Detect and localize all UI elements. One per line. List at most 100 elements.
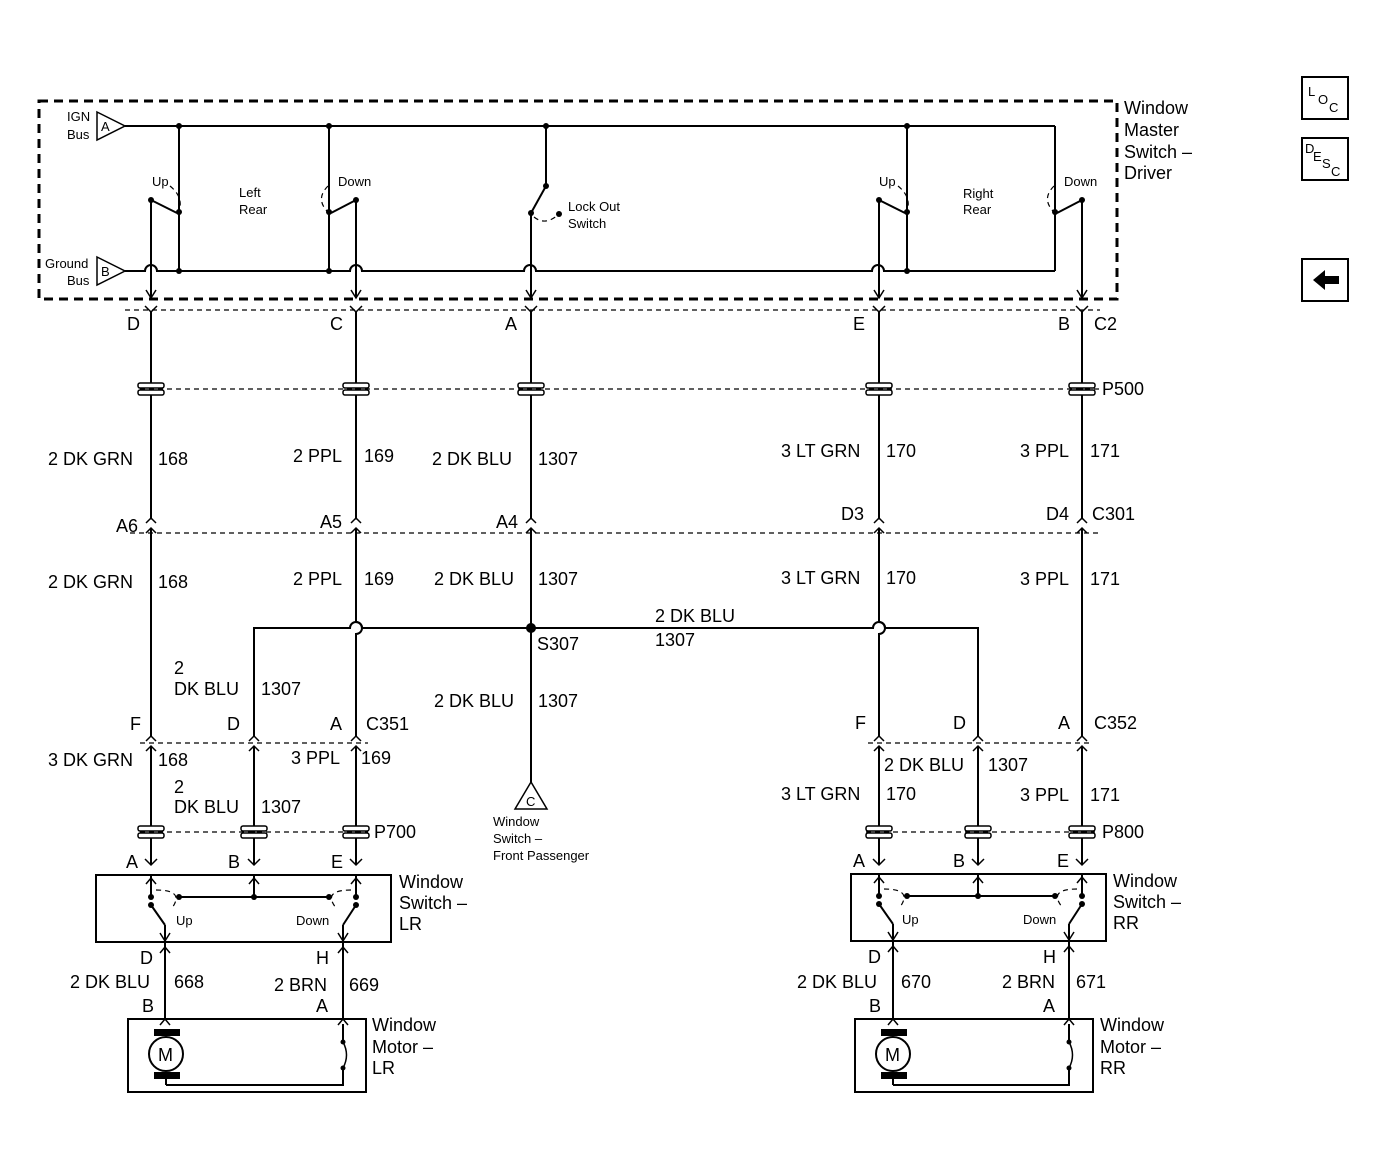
lr-switch-body <box>95 874 392 943</box>
front-passenger-switch-ref[interactable]: C Window Switch – Front Passenger <box>493 780 590 863</box>
rr-wire-1307-color: 2 DK BLU <box>884 755 964 775</box>
wire-170-color-upper: 3 LT GRN <box>781 441 860 461</box>
rr-switch-down: Down <box>1023 912 1056 927</box>
lr-wire-168-color: 3 DK GRN <box>48 750 133 770</box>
p800-grommets <box>865 825 1096 839</box>
c351-pin-f: F <box>130 714 141 734</box>
rr-wire-170-color: 3 LT GRN <box>781 784 860 804</box>
lockout-switch: Lock Out Switch <box>525 123 620 300</box>
rr-switch-title-2: Switch – <box>1113 892 1181 912</box>
passenger-label-3: Front Passenger <box>493 848 590 863</box>
lr-window-motor: B A M Window Motor – LR <box>127 996 437 1093</box>
c301-pin-a4: A4 <box>496 512 518 532</box>
c352-pin-a: A <box>1058 713 1070 733</box>
rr-lower-wire-labels: 3 LT GRN 170 2 DK BLU 1307 3 PPL 171 <box>781 755 1120 805</box>
lr-switch-pin-e: E <box>331 852 343 872</box>
passenger-label-2: Switch – <box>493 831 543 846</box>
lr-switch-pin-h: H <box>316 948 329 968</box>
right-rear-up-switch: Up <box>873 123 910 300</box>
desc-button-c: C <box>1331 164 1340 179</box>
rr-motor-title-1: Window <box>1100 1015 1165 1035</box>
left-branch-circuit: 1307 <box>261 679 301 699</box>
c2-pin-e: E <box>853 314 865 334</box>
ign-bus-terminal <box>96 110 127 142</box>
c351-pin-d: D <box>227 714 240 734</box>
passenger-label-1: Window <box>493 814 540 829</box>
lr-switch-up: Up <box>176 913 193 928</box>
left-rear-down-switch: Down <box>320 123 371 300</box>
wire-171-circuit-upper: 171 <box>1090 441 1120 461</box>
ground-bus-label-2: Bus <box>67 273 90 288</box>
lockout-label-2: Switch <box>568 216 606 231</box>
lr-switch-pin-d: D <box>140 948 153 968</box>
rr-wire-170-circuit: 170 <box>886 784 916 804</box>
wire-168-color-middle: 2 DK GRN <box>48 572 133 592</box>
ign-bus-label-2: Bus <box>67 127 90 142</box>
rr-switch-pin-a: A <box>853 851 865 871</box>
rr-motor-body <box>854 1018 1094 1093</box>
left-arrow-icon <box>1313 270 1339 290</box>
p500-grommets <box>137 382 1100 396</box>
ground-bus-label-1: Ground <box>45 256 88 271</box>
c2-labels: D C A E B C2 <box>127 314 1117 334</box>
lr-motor-title-3: LR <box>372 1058 395 1078</box>
wire-170-circuit-upper: 170 <box>886 441 916 461</box>
p800-label: P800 <box>1102 822 1144 842</box>
c351-pin-a: A <box>330 714 342 734</box>
rr-switch-pin-h: H <box>1043 947 1056 967</box>
c301-pin-d3: D3 <box>841 504 864 524</box>
main-wires <box>125 305 1100 867</box>
ign-bus-label-1: IGN <box>67 109 90 124</box>
lr-motor-icon <box>148 1036 184 1072</box>
loc-button-c: C <box>1329 100 1338 115</box>
right-rear-label-2: Rear <box>963 202 992 217</box>
desc-button-d: D <box>1305 141 1314 156</box>
wire-171-color-middle: 3 PPL <box>1020 569 1069 589</box>
c351-labels: F D A C351 <box>130 714 409 734</box>
c352-pin-d: D <box>953 713 966 733</box>
lr-switch-title-1: Window <box>399 872 464 892</box>
c2-pin-c: C <box>330 314 343 334</box>
passenger-pin: C <box>526 794 535 809</box>
rr-switch-pin-e: E <box>1057 851 1069 871</box>
wire-168-circuit-middle: 168 <box>158 572 188 592</box>
back-button[interactable] <box>1301 258 1349 302</box>
master-switch-boundary <box>37 99 1119 301</box>
ground-bus-terminal <box>96 255 127 287</box>
passenger-feed-color: 2 DK BLU <box>434 691 514 711</box>
left-branch-color-a: 2 <box>174 658 184 678</box>
lr-motor-pin-b: B <box>142 996 154 1016</box>
splice-s307-node <box>526 623 536 633</box>
left-rear-up-switch: Up <box>145 123 182 300</box>
rr-wire-171-circuit: 171 <box>1090 785 1120 805</box>
window-master-switch: Window Master Switch – Driver IGN Bus A … <box>37 98 1192 301</box>
c301-labels: A6 A5 A4 D3 D4 C301 <box>116 504 1135 536</box>
wire-171-color-upper: 3 PPL <box>1020 441 1069 461</box>
c352-labels: F D A C352 <box>855 713 1137 733</box>
wire-1307-color-upper: 2 DK BLU <box>432 449 512 469</box>
horizontal-1307-color: 2 DK BLU <box>655 606 735 626</box>
c301-pin-a5: A5 <box>320 512 342 532</box>
lr-motor-wire-labels: 2 DK BLU 668 2 BRN 669 <box>70 947 379 1020</box>
wire-1307-color-middle: 2 DK BLU <box>434 569 514 589</box>
loc-button[interactable]: L O C <box>1301 76 1349 120</box>
lr-motor-body <box>127 1018 367 1093</box>
lr-wire-169-circuit: 169 <box>361 748 391 768</box>
desc-button[interactable]: D E S C <box>1301 137 1349 181</box>
c301-pin-d4: D4 <box>1046 504 1069 524</box>
rr-motor-title-3: RR <box>1100 1058 1126 1078</box>
p500-label: P500 <box>1102 379 1144 399</box>
right-rear-up-label: Up <box>879 174 896 189</box>
rr-switch-up: Up <box>902 912 919 927</box>
wire-169-circuit-middle: 169 <box>364 569 394 589</box>
c352-name: C352 <box>1094 713 1137 733</box>
lr-wire-168-circuit: 168 <box>158 750 188 770</box>
rr-motor-pin-a: A <box>1043 996 1055 1016</box>
master-switch-title-2: Master <box>1124 120 1179 140</box>
ign-bus-pin: A <box>101 119 110 134</box>
rr-motor-symbol: M <box>885 1045 900 1065</box>
lr-wire-169-color: 3 PPL <box>291 748 340 768</box>
lr-motor-wire-669-color: 2 BRN <box>274 975 327 995</box>
rr-switch-pin-b: B <box>953 851 965 871</box>
